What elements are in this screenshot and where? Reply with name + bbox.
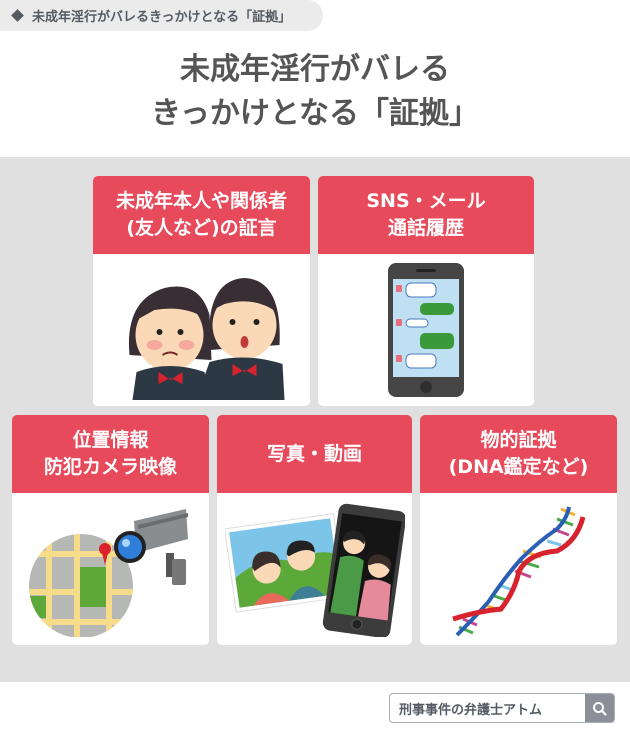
card-header: 物的証拠 (DNA鑑定など) [420, 415, 617, 493]
search-button[interactable] [585, 694, 614, 722]
card-header: 未成年本人や関係者 (友人など)の証言 [93, 176, 310, 254]
card-sns: SNS・メール 通話履歴 [318, 176, 534, 406]
page-title: 未成年淫行がバレる きっかけとなる「証拠」 [0, 48, 630, 136]
title-line-2: きっかけとなる「証拠」 [151, 96, 479, 131]
search-box[interactable]: 刑事事件の弁護士アトム [389, 693, 615, 723]
category-tag: 未成年淫行がバレるきっかけとなる「証拠」 [0, 0, 323, 31]
smartphone-chat-illustration [388, 263, 464, 397]
card-location-camera: 位置情報 防犯カメラ映像 [12, 415, 209, 645]
photo-smartphone-illustration [224, 503, 405, 637]
search-label[interactable]: 刑事事件の弁護士アトム [399, 702, 543, 718]
card-header: SNS・メール 通話履歴 [318, 176, 534, 254]
card-photo-video: 写真・動画 [217, 415, 412, 645]
card-title-line-1: 物的証拠 [480, 429, 557, 451]
card-title-line-2: 防犯カメラ映像 [43, 456, 177, 478]
schoolgirls-illustration [128, 278, 284, 400]
card-title-line-2: (DNA鑑定など) [448, 456, 589, 478]
title-line-1: 未成年淫行がバレる [180, 52, 450, 87]
card-testimony: 未成年本人や関係者 (友人など)の証言 [93, 176, 310, 406]
card-title-line-1: 未成年本人や関係者 [115, 190, 287, 212]
diamond-icon [11, 9, 24, 22]
card-physical-evidence: 物的証拠 (DNA鑑定など) [420, 415, 617, 645]
card-title-line-1: 位置情報 [72, 429, 149, 451]
card-title-line-2: (友人など)の証言 [126, 217, 277, 239]
search-icon [593, 701, 607, 716]
category-tag-label: 未成年淫行がバレるきっかけとなる「証拠」 [32, 10, 292, 25]
card-header: 写真・動画 [217, 415, 412, 493]
dna-helix-illustration [451, 506, 585, 637]
card-title-line-1: SNS・メール [366, 190, 486, 212]
map-camera-illustration [28, 509, 188, 637]
card-header: 位置情報 防犯カメラ映像 [12, 415, 209, 493]
card-title-line-1: 写真・動画 [266, 442, 362, 465]
card-title-line-2: 通話履歴 [387, 217, 464, 239]
